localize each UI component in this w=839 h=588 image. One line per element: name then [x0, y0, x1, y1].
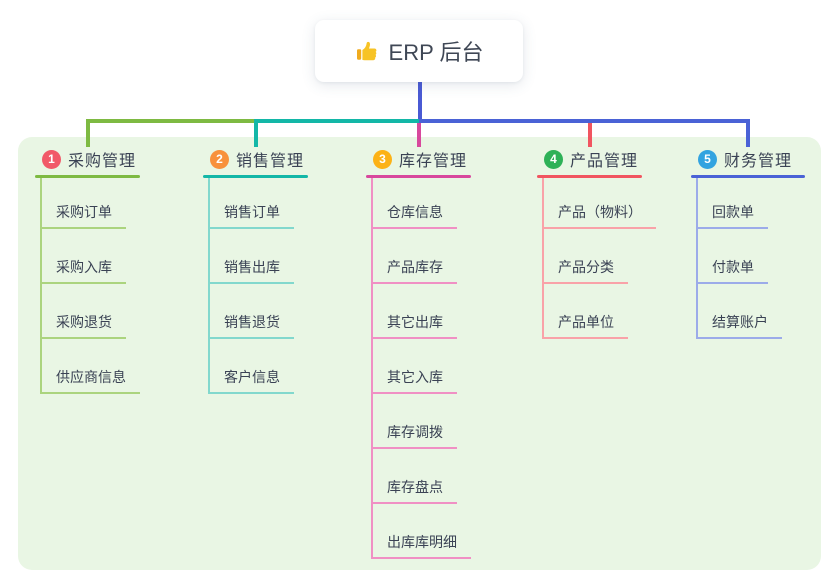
leaf-node[interactable]: 销售退货 — [208, 313, 294, 339]
branch-number-badge: 2 — [210, 149, 229, 169]
leaf-node[interactable]: 库存调拨 — [371, 423, 457, 449]
branch-2: 2 销售管理销售订单销售出库销售退货客户信息 — [203, 146, 308, 394]
leaf-node[interactable]: 付款单 — [696, 258, 768, 284]
branch-connector-drop — [85, 119, 90, 147]
branch-tree-line — [208, 178, 210, 394]
branches-panel — [18, 137, 821, 570]
leaf-node[interactable]: 产品库存 — [371, 258, 457, 284]
branch-4: 4 产品管理产品（物料） 产品分类产品单位 — [537, 146, 656, 339]
branch-label: 库存管理 — [399, 153, 468, 170]
leaf-node[interactable]: 销售订单 — [208, 203, 294, 229]
leaf-node[interactable]: 出库库明细 — [371, 533, 471, 559]
root-connector-stem — [417, 82, 422, 123]
branch-number-badge: 4 — [544, 149, 563, 169]
branch-header[interactable]: 1 采购管理 — [35, 146, 140, 172]
branch-header[interactable]: 2 销售管理 — [203, 146, 308, 172]
leaf-node[interactable]: 结算账户 — [696, 313, 782, 339]
branch-5: 5 财务管理回款单付款单结算账户 — [691, 146, 805, 339]
branch-label: 采购管理 — [68, 153, 137, 170]
leaf-node[interactable]: 库存盘点 — [371, 478, 457, 504]
branch-tree-line — [40, 178, 42, 394]
branch-3: 3 库存管理仓库信息产品库存其它出库其它入库库存调拨库存盘点出库库明细 — [366, 146, 471, 559]
branch-underline — [366, 175, 471, 178]
leaf-node[interactable]: 销售出库 — [208, 258, 294, 284]
branch-underline — [537, 175, 642, 178]
branch-connector-drop — [416, 119, 421, 147]
branch-connector-drop — [253, 119, 258, 147]
branch-label: 产品管理 — [570, 153, 639, 170]
root-label: ERP 后台 — [388, 40, 484, 65]
branch-header[interactable]: 3 库存管理 — [366, 146, 471, 172]
branch-number-badge: 1 — [42, 149, 61, 169]
branch-underline — [691, 175, 805, 178]
root-node[interactable]: ERP 后台 — [315, 20, 523, 82]
branch-1: 1 采购管理采购订单采购入库采购退货供应商信息 — [35, 146, 140, 394]
branch-header[interactable]: 4 产品管理 — [537, 146, 642, 172]
branch-connector-drop — [746, 119, 750, 147]
leaf-node[interactable]: 产品分类 — [542, 258, 628, 284]
bus-segment-green — [85, 119, 254, 123]
thumbs-up-icon — [355, 39, 379, 63]
leaf-node[interactable]: 回款单 — [696, 203, 768, 229]
leaf-node[interactable]: 其它出库 — [371, 313, 457, 339]
leaf-node[interactable]: 仓库信息 — [371, 203, 457, 229]
leaf-node[interactable]: 产品单位 — [542, 313, 628, 339]
leaf-node[interactable]: 其它入库 — [371, 368, 457, 394]
leaf-node[interactable]: 供应商信息 — [40, 368, 140, 394]
branch-underline — [203, 175, 308, 178]
branch-tree-line — [371, 178, 373, 559]
branch-tree-line — [542, 178, 544, 339]
leaf-node[interactable]: 客户信息 — [208, 368, 294, 394]
bus-segment-teal — [253, 119, 419, 123]
branch-number-badge: 3 — [373, 149, 392, 169]
leaf-node[interactable]: 采购入库 — [40, 258, 126, 284]
leaf-node[interactable]: 采购退货 — [40, 313, 126, 339]
branch-tree-line — [696, 178, 698, 339]
branch-connector-drop — [587, 119, 592, 147]
branch-number-badge: 5 — [698, 149, 717, 169]
branch-label: 销售管理 — [236, 153, 305, 170]
bus-segment-blue — [418, 119, 750, 123]
branch-header[interactable]: 5 财务管理 — [691, 146, 805, 172]
branch-label: 财务管理 — [724, 153, 793, 170]
branch-underline — [35, 175, 140, 178]
leaf-node[interactable]: 采购订单 — [40, 203, 126, 229]
leaf-node[interactable]: 产品（物料） — [542, 203, 656, 229]
